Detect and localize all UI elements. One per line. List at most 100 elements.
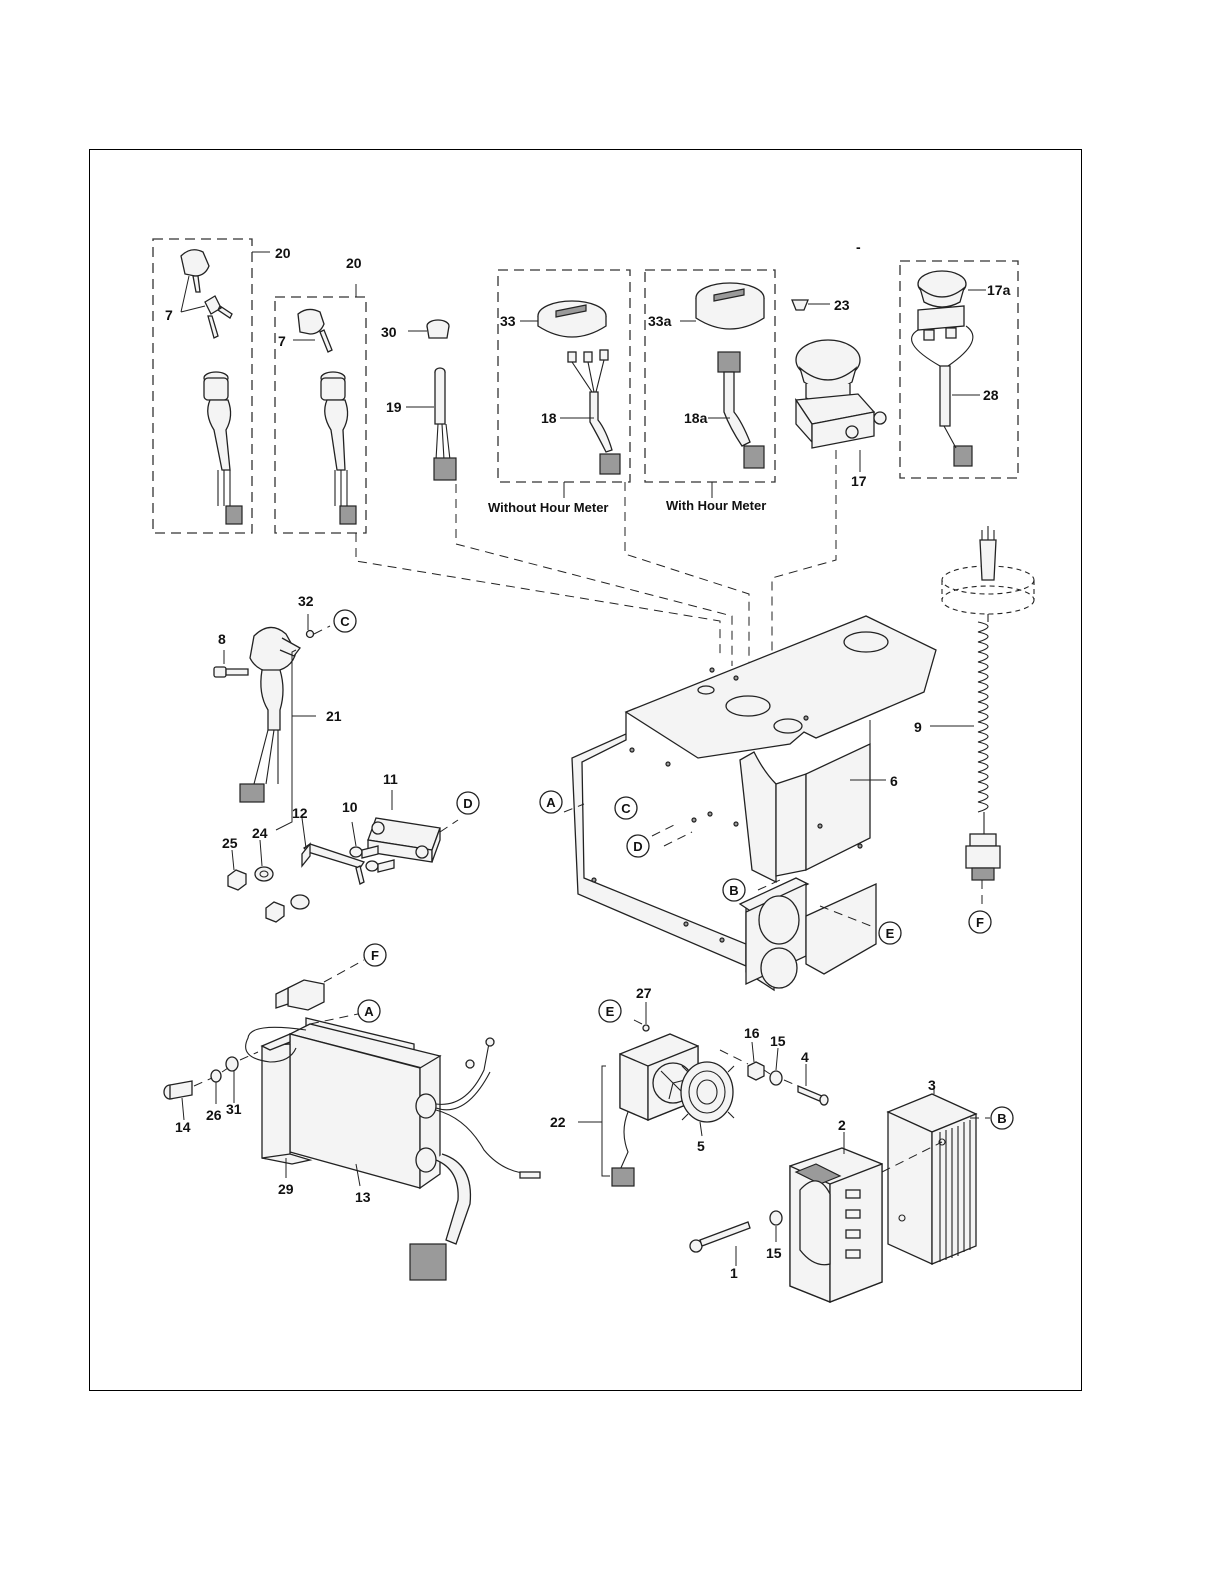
washer-32	[307, 631, 314, 638]
label-6: 6	[890, 773, 898, 789]
label-31: 31	[226, 1101, 242, 1117]
label-4: 4	[801, 1049, 809, 1065]
coil-cord-9	[942, 526, 1034, 880]
gauge-33a	[696, 283, 764, 329]
nut-25	[228, 870, 246, 890]
sensor-21	[240, 627, 300, 802]
screw-8	[214, 667, 248, 677]
circle-ref-e-fan: E	[599, 1000, 621, 1022]
label-18a: 18a	[684, 410, 708, 426]
label-13: 13	[355, 1189, 371, 1205]
circle-ref-e-plate: E	[879, 922, 901, 944]
label-26: 26	[206, 1107, 222, 1123]
svg-text:F: F	[371, 948, 379, 963]
label-28: 28	[983, 387, 999, 403]
stray-mark: -	[856, 239, 861, 255]
controller-2	[790, 1148, 882, 1302]
circle-ref-a-charger: A	[358, 1000, 380, 1022]
charger-13	[246, 980, 540, 1280]
heatsink-3	[888, 1094, 976, 1264]
label-16: 16	[744, 1025, 760, 1041]
circle-ref-c-plate: C	[615, 797, 637, 819]
key-switch-assembly-b	[298, 309, 356, 524]
circle-ref-d-plate: D	[627, 835, 649, 857]
label-33a: 33a	[648, 313, 672, 329]
washer-26	[211, 1070, 221, 1082]
circle-ref-f-charger: F	[364, 944, 386, 966]
label-25: 25	[222, 835, 238, 851]
screw-1	[690, 1222, 750, 1252]
label-17: 17	[851, 473, 867, 489]
label-24: 24	[252, 825, 268, 841]
washer-24	[255, 867, 273, 881]
label-11: 11	[383, 771, 398, 787]
label-7b: 7	[278, 333, 286, 349]
label-20a: 20	[275, 245, 291, 261]
label-12: 12	[292, 805, 308, 821]
label-17a: 17a	[987, 282, 1011, 298]
washer-27	[643, 1025, 649, 1031]
label-23: 23	[834, 297, 850, 313]
harness-19	[434, 368, 456, 480]
label-9: 9	[914, 719, 922, 735]
label-29: 29	[278, 1181, 294, 1197]
svg-text:B: B	[997, 1111, 1006, 1126]
label-1: 1	[730, 1265, 738, 1281]
washer-24b	[291, 895, 309, 909]
svg-text:B: B	[729, 883, 738, 898]
label-33: 33	[500, 313, 516, 329]
svg-text:E: E	[606, 1004, 615, 1019]
label-19: 19	[386, 399, 402, 415]
svg-text:D: D	[463, 796, 472, 811]
svg-text:A: A	[546, 795, 556, 810]
screw-23	[792, 300, 808, 310]
label-15a: 15	[770, 1033, 786, 1049]
gauge-33	[538, 301, 606, 337]
washer-15	[770, 1071, 782, 1085]
label-21: 21	[326, 708, 342, 724]
estop-switch-17a	[918, 271, 966, 340]
svg-text:E: E	[886, 926, 895, 941]
label-15b: 15	[766, 1245, 782, 1261]
fan-22	[612, 1034, 698, 1186]
label-30: 30	[381, 324, 397, 340]
label-20b: 20	[346, 255, 362, 271]
label-8: 8	[218, 631, 226, 647]
nut-25b	[266, 902, 284, 922]
caption-with-hour-meter: With Hour Meter	[666, 498, 766, 513]
svg-text:C: C	[340, 614, 350, 629]
label-14: 14	[175, 1119, 191, 1135]
plug-30	[427, 320, 449, 338]
svg-text:A: A	[364, 1004, 374, 1019]
harness-28	[912, 326, 973, 466]
svg-text:D: D	[633, 839, 642, 854]
label-3: 3	[928, 1077, 936, 1093]
label-7a: 7	[165, 307, 173, 323]
svg-text:F: F	[976, 915, 984, 930]
group-box-20a	[153, 239, 252, 533]
label-22: 22	[550, 1114, 566, 1130]
label-2: 2	[838, 1117, 846, 1133]
circle-ref-b-plate: B	[723, 879, 745, 901]
label-27: 27	[636, 985, 652, 1001]
harness-18	[568, 350, 620, 474]
fan-guard-5	[681, 1062, 734, 1122]
washer-31	[226, 1057, 238, 1071]
bolt-14	[164, 1081, 192, 1099]
svg-text:C: C	[621, 801, 631, 816]
label-5: 5	[697, 1138, 705, 1154]
estop-switch-17	[796, 340, 886, 448]
label-32: 32	[298, 593, 314, 609]
switch-11	[368, 818, 440, 862]
label-18: 18	[541, 410, 557, 426]
caption-without-hour-meter: Without Hour Meter	[488, 500, 608, 515]
circle-ref-d-bracket: D	[457, 792, 479, 814]
circle-ref-c-top: C	[334, 610, 356, 632]
circle-ref-f-cord: F	[969, 911, 991, 933]
nut-16	[748, 1062, 764, 1080]
harness-18a	[718, 352, 764, 468]
circle-ref-b-heatsink: B	[991, 1107, 1013, 1129]
key-switch-assembly-a	[181, 250, 242, 524]
screw-4	[798, 1086, 828, 1105]
